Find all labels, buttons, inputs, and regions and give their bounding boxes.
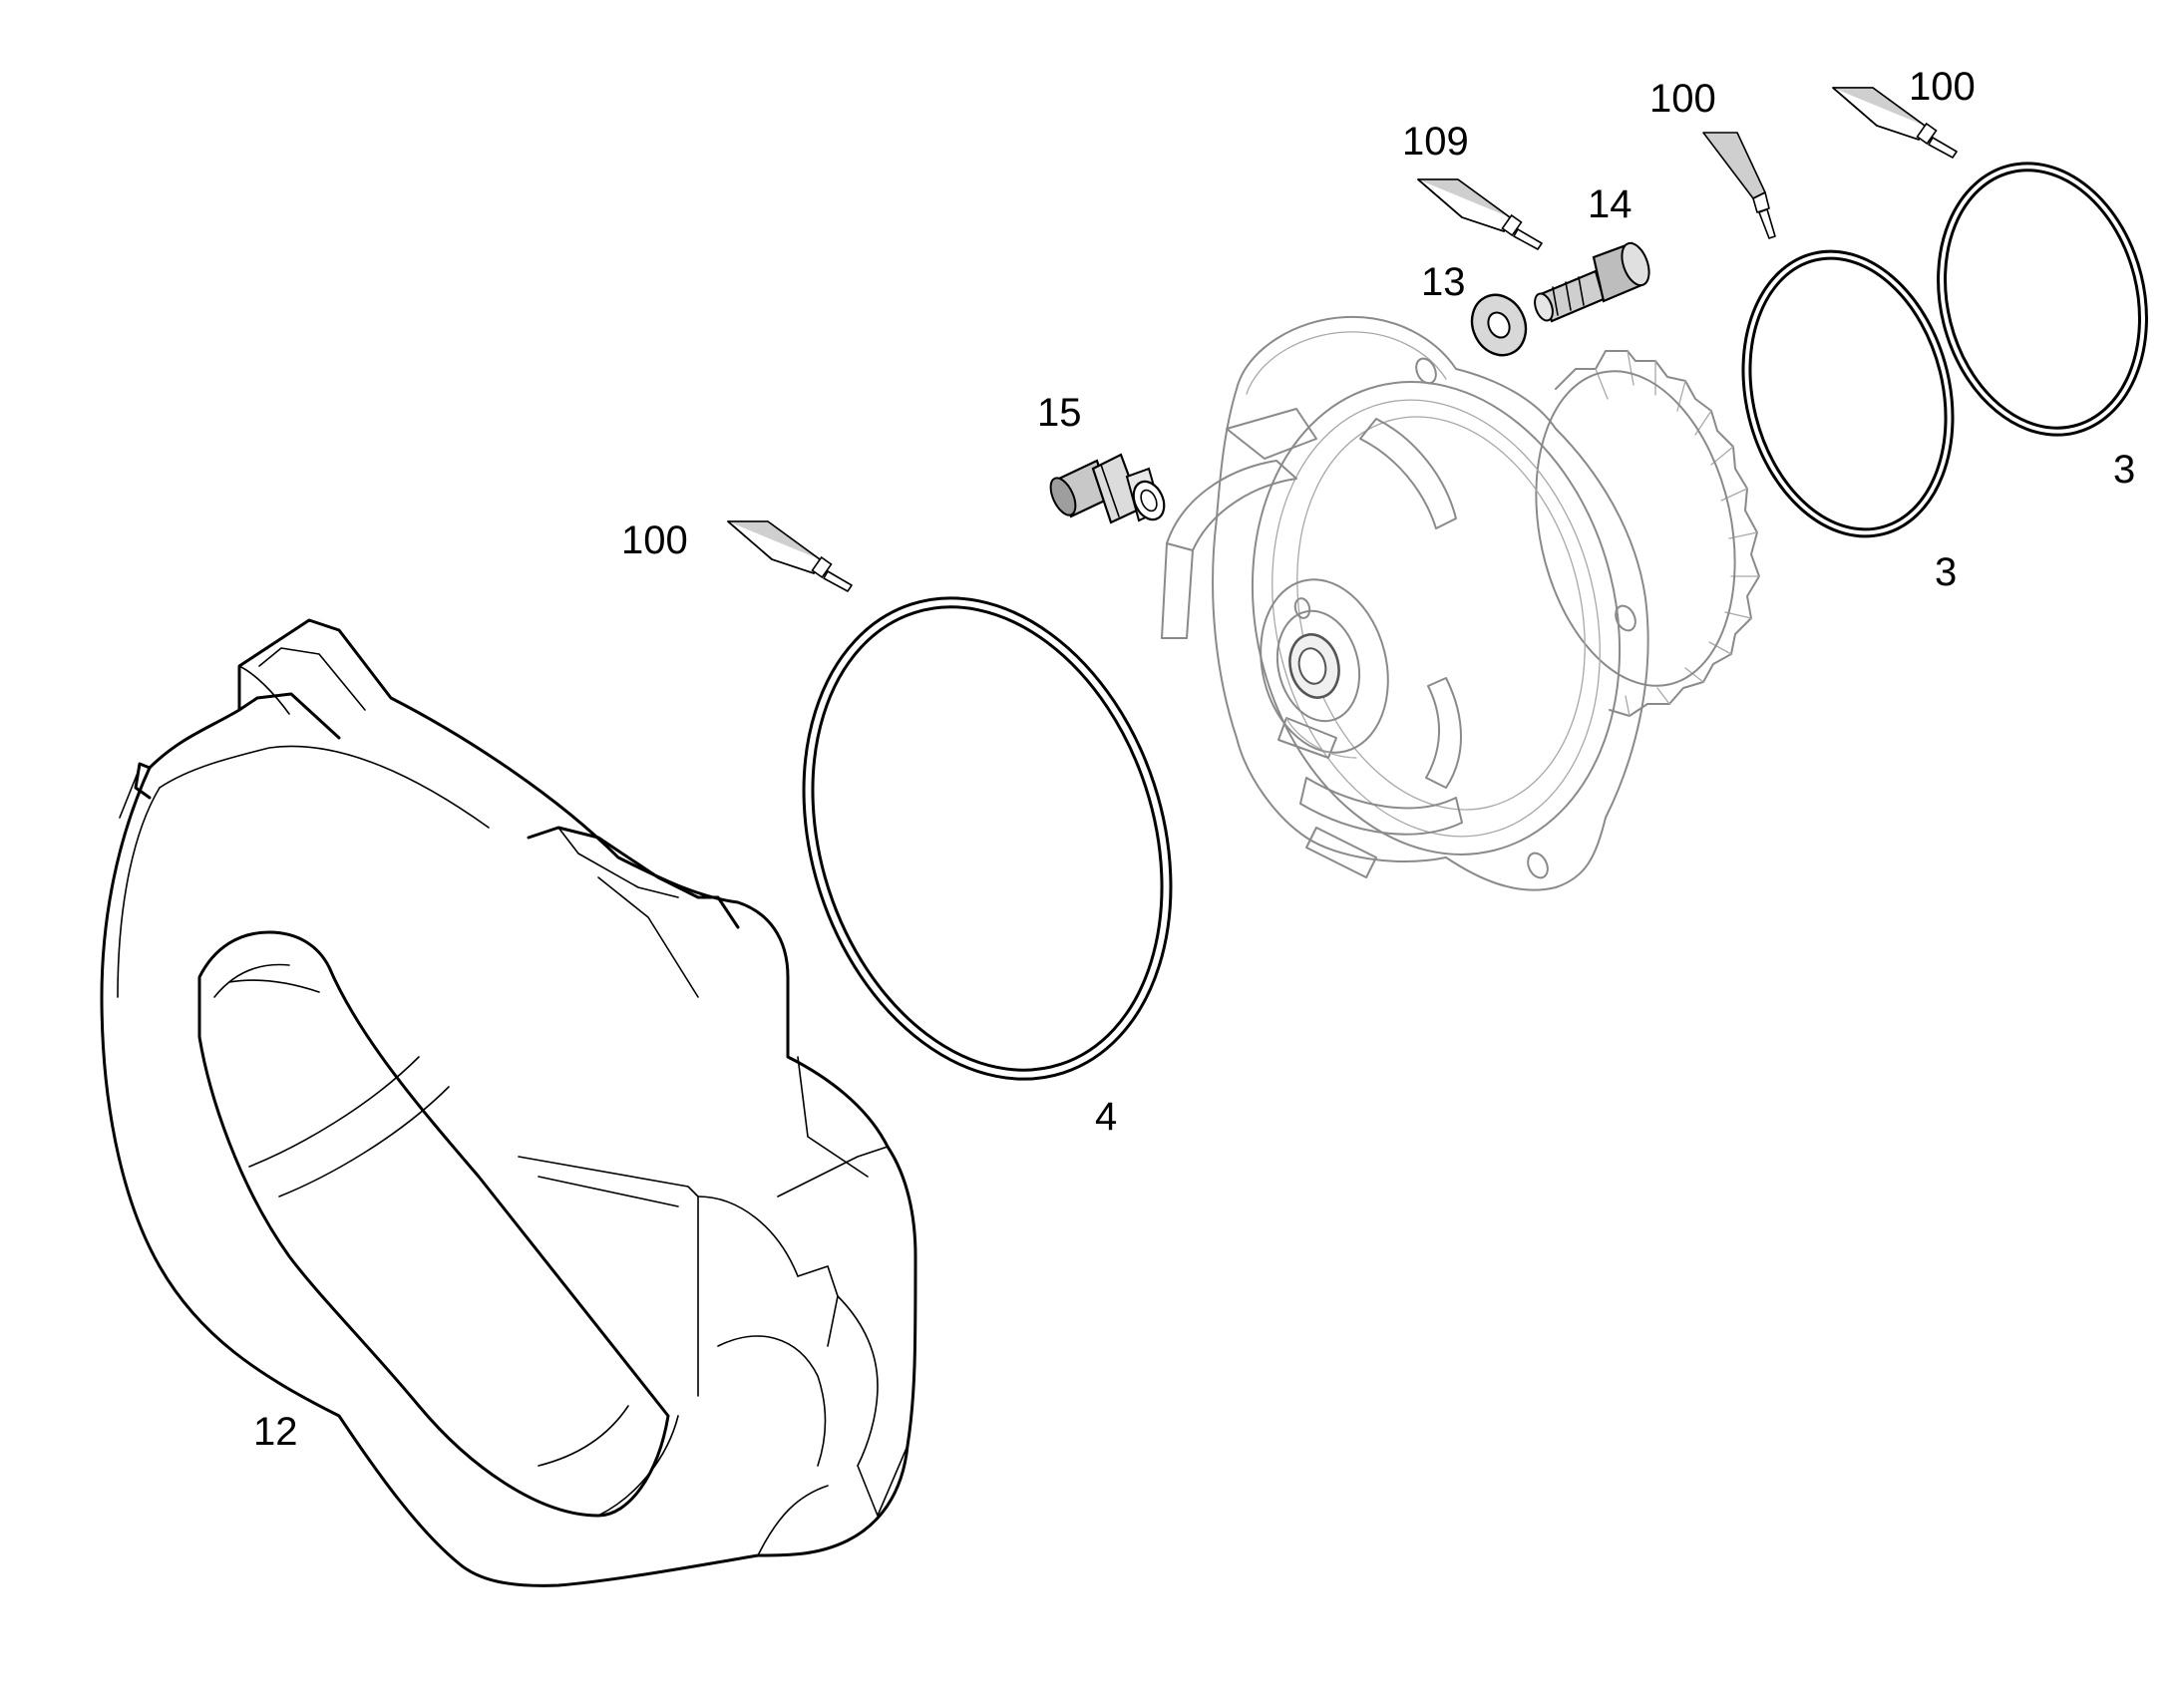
callout-4: 4 [1095,1095,1117,1139]
callout-14: 14 [1588,182,1633,226]
cover-12 [100,618,917,1587]
fitting-15 [1049,453,1166,524]
o-ring-4 [802,596,1173,1081]
callout-100-c: 100 [1909,65,1976,109]
callout-13: 13 [1421,260,1466,304]
callout-100-a: 100 [621,518,688,562]
washer-13 [1470,293,1528,357]
sealant-tube-icon [1417,178,1543,250]
screw-14 [1534,241,1650,323]
callout-15: 15 [1037,391,1082,435]
callout-12: 12 [253,1410,298,1454]
water-pump-assembly [1161,315,1760,891]
callout-100-b: 100 [1649,77,1716,121]
callout-3-b: 3 [2113,448,2135,492]
sealant-tube-icon [1702,132,1776,239]
callout-3-a: 3 [1935,550,1957,594]
o-ring-3-inner [1741,249,1955,538]
sealant-tube-icon [727,520,853,592]
callout-109: 109 [1402,120,1469,164]
o-ring-3-outer [1937,162,2148,437]
